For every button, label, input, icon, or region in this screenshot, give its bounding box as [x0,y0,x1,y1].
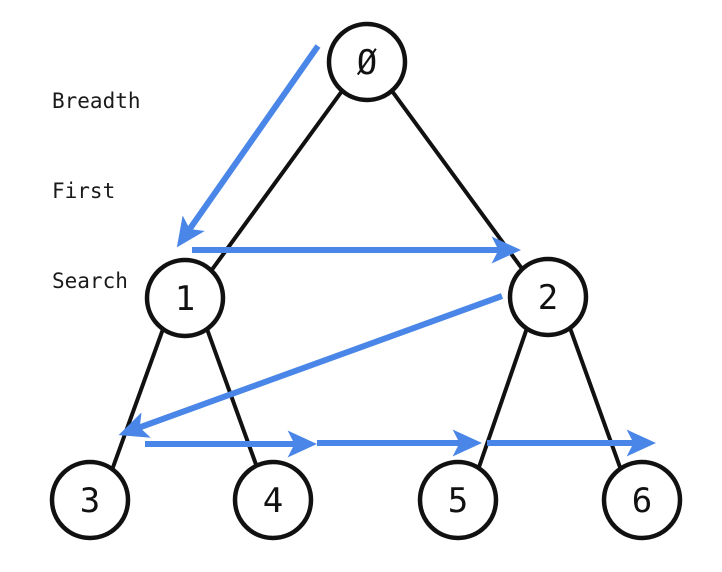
graph-node-5[interactable]: 5 [417,459,499,541]
arrow-0-to-1 [176,44,321,248]
node-label-5: 5 [448,481,468,521]
node-circle-6 [601,459,683,541]
graph-node-0[interactable]: Ø [326,21,408,103]
node-circle-0 [326,21,408,103]
node-circle-1 [144,257,226,339]
tree-edge-0-1 [209,89,344,273]
graph-node-1[interactable]: 1 [144,257,226,339]
node-circle-2 [507,256,589,338]
diagram-title: Breadth First Search [52,26,141,356]
title-line-2: First [52,179,116,203]
arrow-2-to-3 [118,293,504,438]
node-label-1: 1 [175,279,195,319]
tree-edge-1-3 [110,327,165,472]
title-line-1: Breadth [52,89,141,113]
node-label-3: 3 [80,481,100,521]
tree-nodes: Ø 1 2 3 4 5 6 [49,21,683,541]
tree-edge-2-6 [568,326,623,472]
tree-edge-0-2 [390,89,525,272]
graph-node-3[interactable]: 3 [49,459,131,541]
node-label-0: Ø [357,43,377,83]
graph-node-2[interactable]: 2 [507,256,589,338]
node-circle-3 [49,459,131,541]
node-label-6: 6 [632,481,652,521]
node-label-2: 2 [538,278,558,318]
tree-edge-2-5 [476,326,529,472]
title-line-3: Search [52,269,128,293]
node-label-4: 4 [263,481,283,521]
graph-node-6[interactable]: 6 [601,459,683,541]
node-circle-5 [417,459,499,541]
node-circle-4 [232,459,314,541]
traversal-arrows [118,44,656,458]
graph-node-4[interactable]: 4 [232,459,314,541]
